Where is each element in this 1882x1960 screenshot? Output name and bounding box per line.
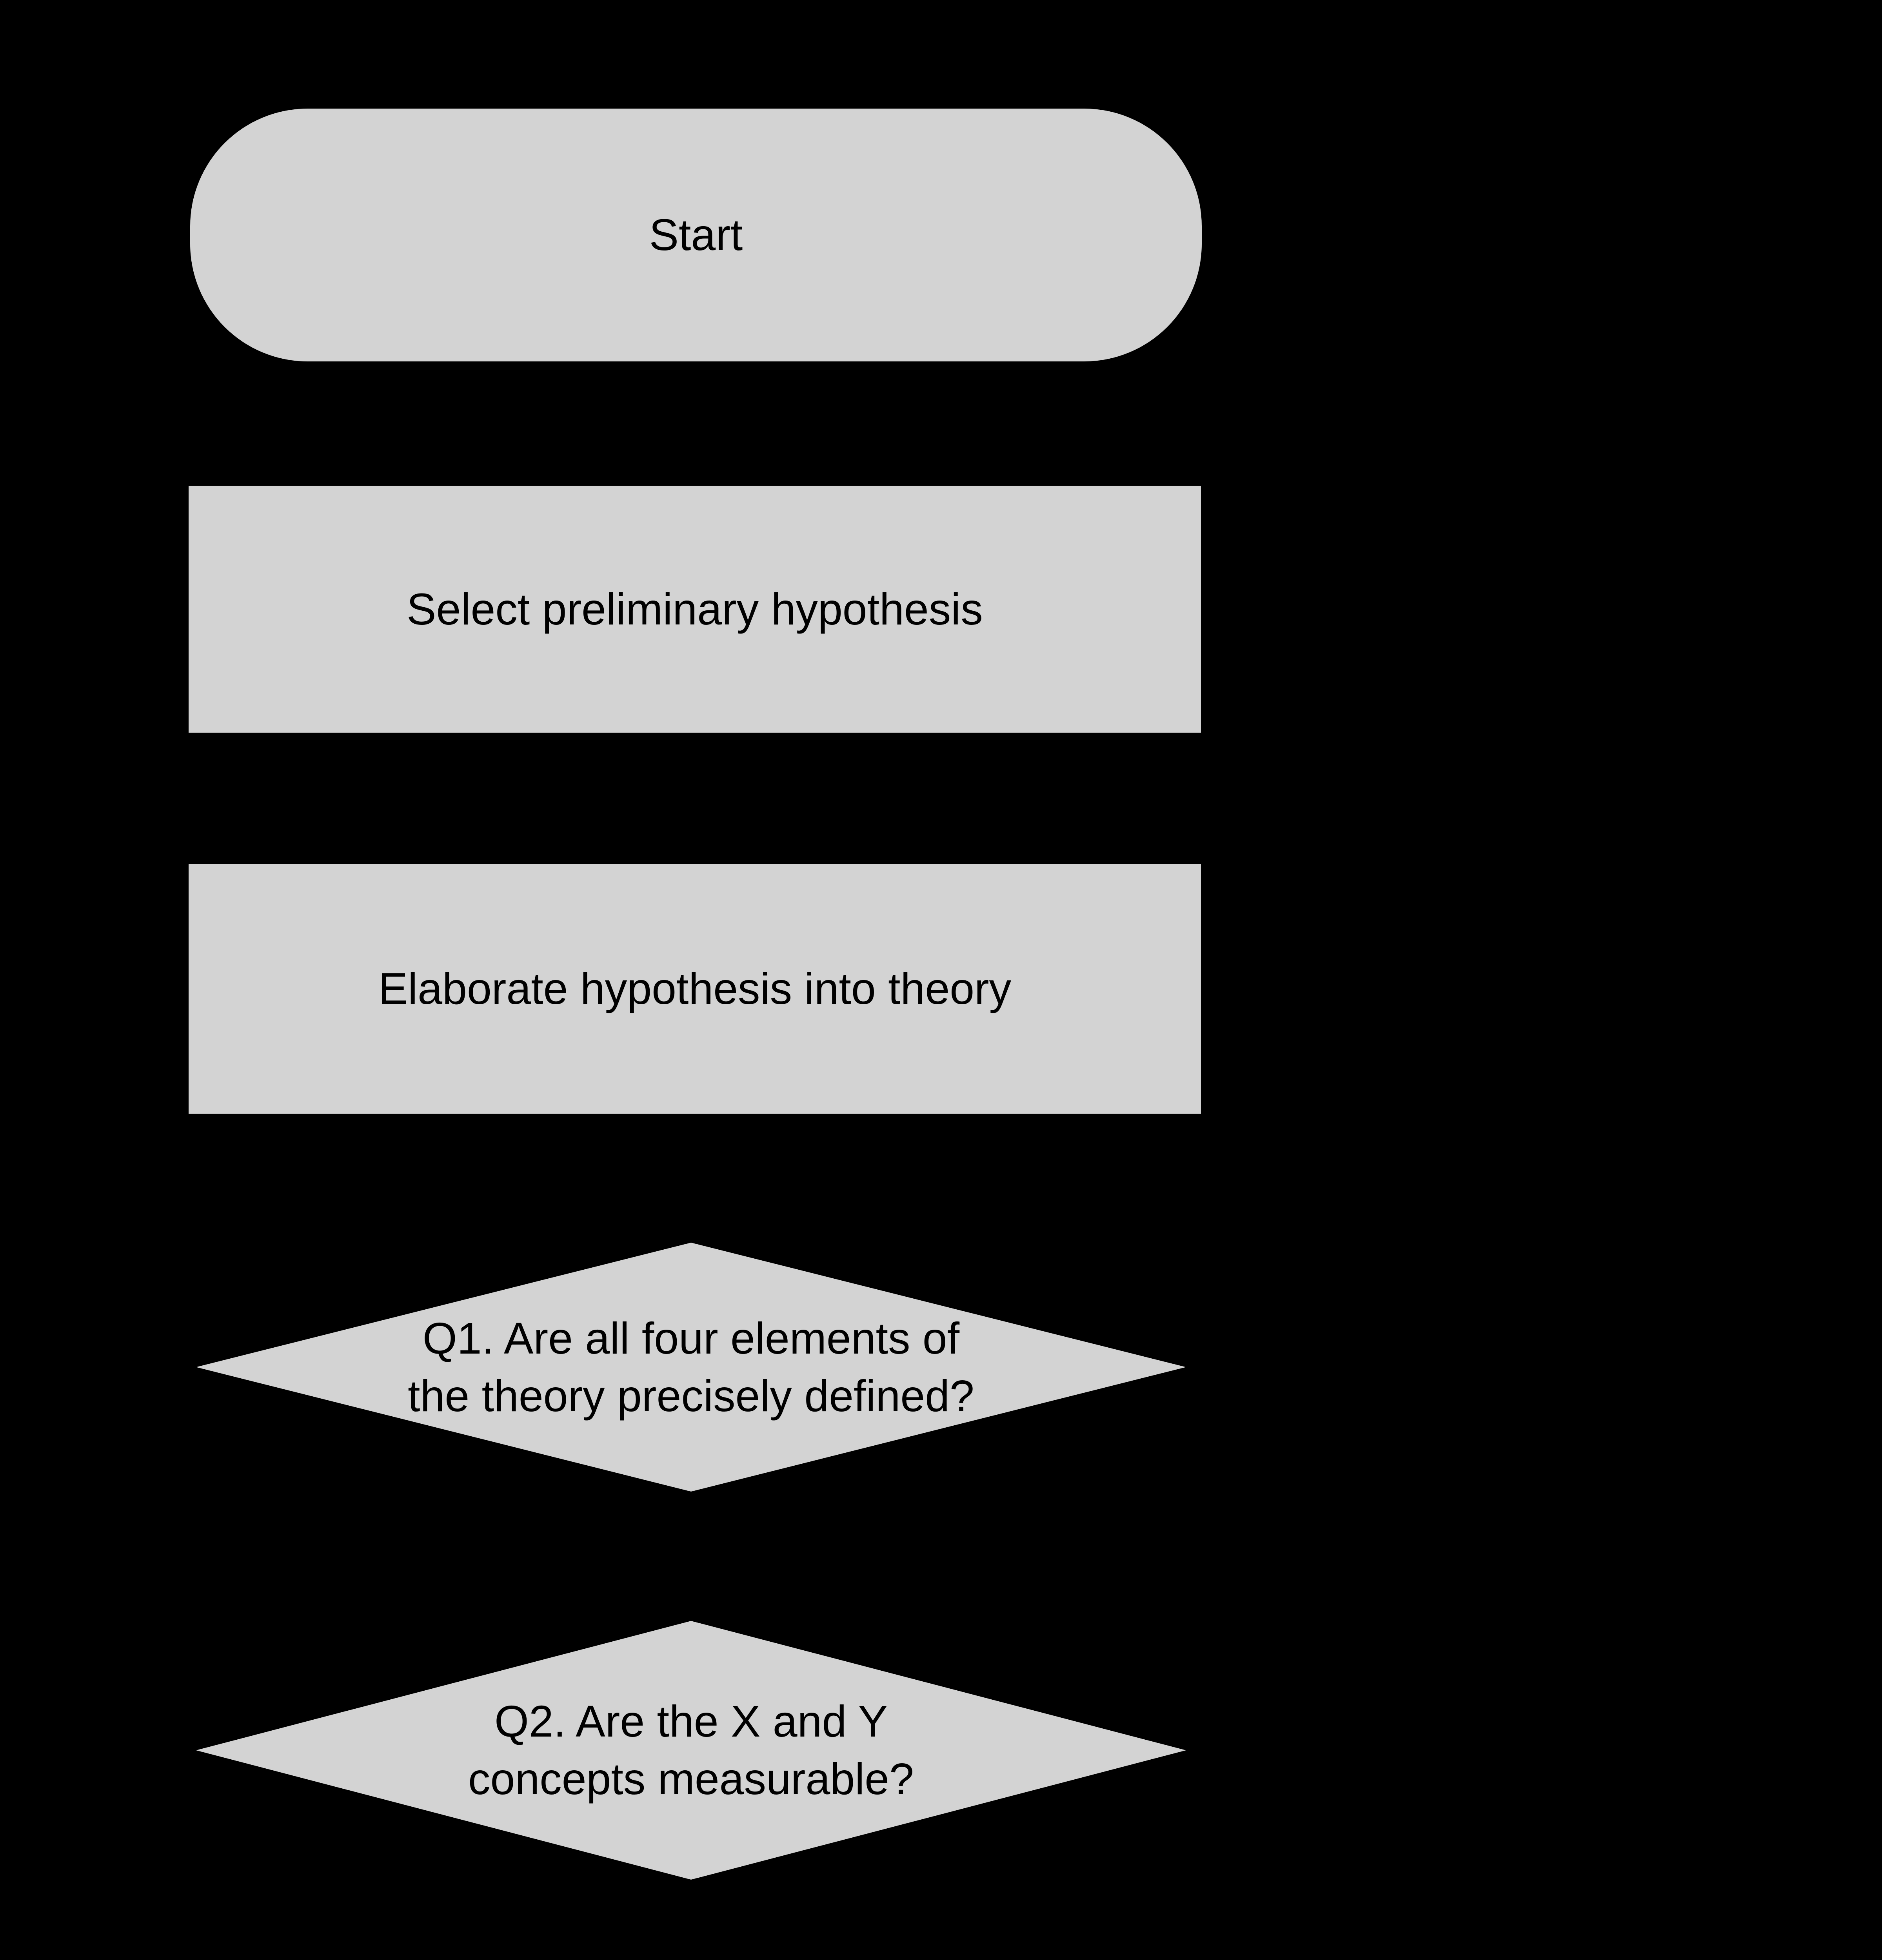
- q1-decision-diamond-node: Q1. Are all four elements of the theory …: [196, 1243, 1186, 1492]
- q1-node-label: Q1. Are all four elements of the theory …: [408, 1313, 974, 1421]
- q2-decision-diamond-node: Q2. Are the X and Y concepts measurable?: [196, 1621, 1186, 1880]
- q2-node-label: Q2. Are the X and Y concepts measurable?: [468, 1697, 914, 1804]
- elaborate-node-label: Elaborate hypothesis into theory: [378, 964, 1012, 1014]
- select-node-label: Select preliminary hypothesis: [407, 584, 983, 634]
- start-terminator-node: Start: [190, 109, 1202, 361]
- select-preliminary-hypothesis-process-node: Select preliminary hypothesis: [189, 486, 1201, 733]
- elaborate-hypothesis-process-node: Elaborate hypothesis into theory: [189, 864, 1201, 1114]
- start-node-label: Start: [649, 210, 743, 260]
